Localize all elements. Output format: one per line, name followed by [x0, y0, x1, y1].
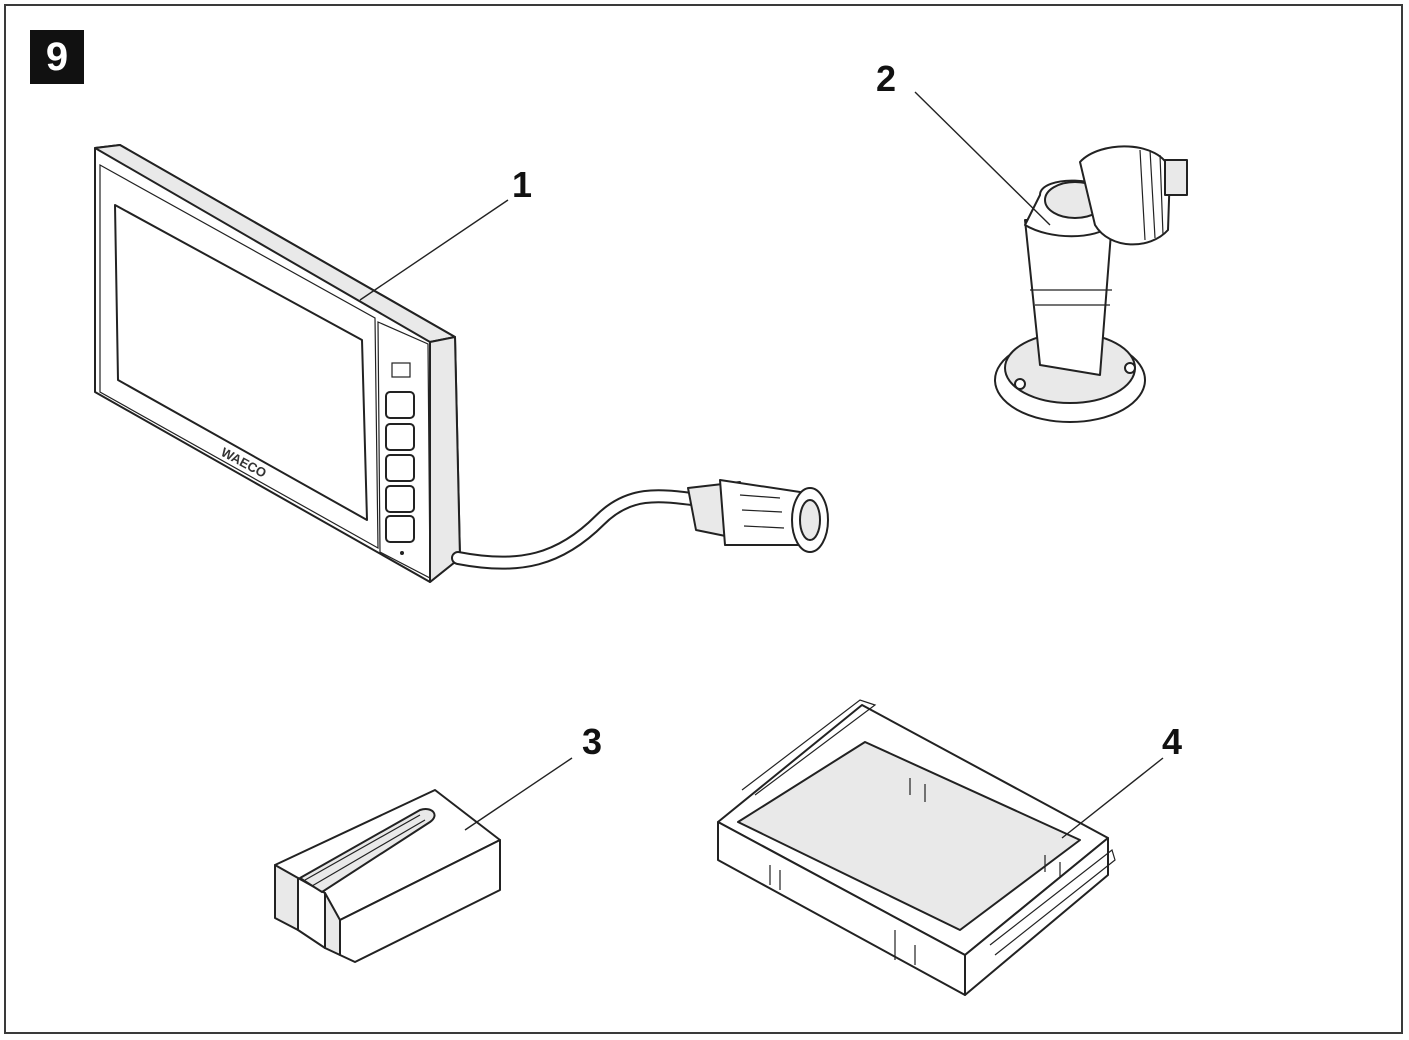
- callout-2: 2: [876, 58, 896, 99]
- leader-line-1: [359, 199, 509, 301]
- leader-line-4: [1061, 757, 1164, 839]
- cable-plug: [451, 479, 829, 570]
- callout-3: 3: [582, 721, 602, 762]
- leader-line-2: [914, 91, 1051, 226]
- monitor-part: WAECO: [94, 144, 461, 583]
- mount-part: [994, 145, 1188, 423]
- foam-block-part: [274, 789, 501, 963]
- holder-frame-part: [717, 699, 1116, 996]
- callout-1: 1: [512, 164, 532, 205]
- leader-line-3: [464, 757, 573, 831]
- figure-number-badge: 9: [30, 30, 84, 84]
- monitor-buttons: [385, 391, 415, 543]
- callout-4: 4: [1162, 721, 1182, 762]
